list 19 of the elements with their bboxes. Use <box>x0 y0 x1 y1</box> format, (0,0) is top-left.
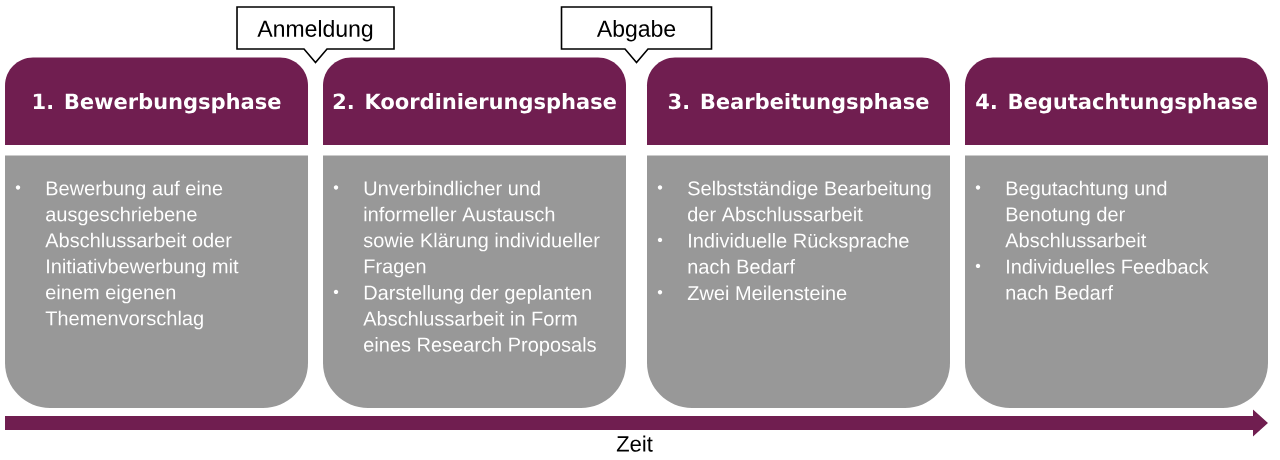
card <box>323 155 626 408</box>
card <box>647 155 950 408</box>
phase-header: 4. Begutachtungsphase <box>965 57 1268 145</box>
bullet-text: Selbstständige Bearbeitung der Abschlussarbeit <box>688 180 931 222</box>
bullet-text: Unverbindlicher und informeller Austausch sowie Klärung individueller Fragen <box>363 180 600 278</box>
card <box>965 155 1268 408</box>
bullet-text: Begutachtung und Benotung der Abschlussarbeit <box>1005 180 1167 248</box>
phase-header: 2. Koordinierungsphase <box>323 57 626 145</box>
bullet-text: Individuelle Rücksprache nach Bedarf <box>688 233 909 274</box>
bullet-text: Zwei Meilensteine <box>687 285 847 301</box>
callout-box: Anmeldung <box>236 6 395 64</box>
callout-box: Abgabe <box>560 6 713 64</box>
bullet-text: Individuelles Feedback nach Bedarf <box>1006 259 1209 300</box>
phase-header: 3. Bearbeitungsphase <box>647 57 950 145</box>
card <box>5 155 308 408</box>
timeline-label: Zeit <box>616 435 653 452</box>
bullet-text: Bewerbung auf eine ausgeschriebene Abschlussarbeit oder Initiativbewerbung mit einem eigenen Themenvorschlag <box>45 180 239 330</box>
bullet-text: Darstellung der geplanten Abschlussarbeit in Form eines Research Proposals <box>363 285 596 356</box>
phase-header: 1. Bewerbungsphase <box>5 57 308 145</box>
